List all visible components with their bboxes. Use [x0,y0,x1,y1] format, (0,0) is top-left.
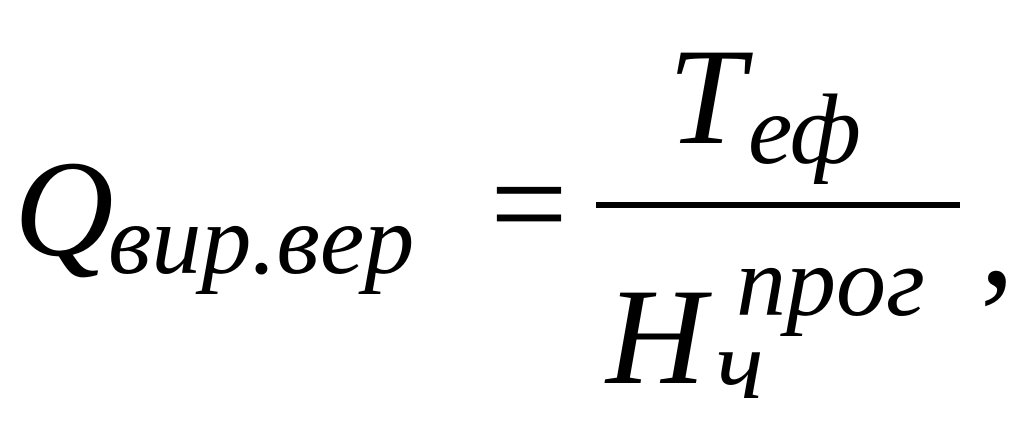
denominator-subscript: ч [716,309,764,420]
numerator-subscript: еф [748,74,861,185]
numerator-symbol: T [668,20,745,173]
denominator-superscript: прог [736,226,926,337]
equals-sign: = [490,127,568,280]
lhs-symbol: Q [14,132,114,285]
trailing-comma: , [980,162,1015,315]
denominator-symbol: H [606,260,706,413]
lhs-subscript: вир.вер [108,184,415,295]
fraction-bar [596,202,960,208]
